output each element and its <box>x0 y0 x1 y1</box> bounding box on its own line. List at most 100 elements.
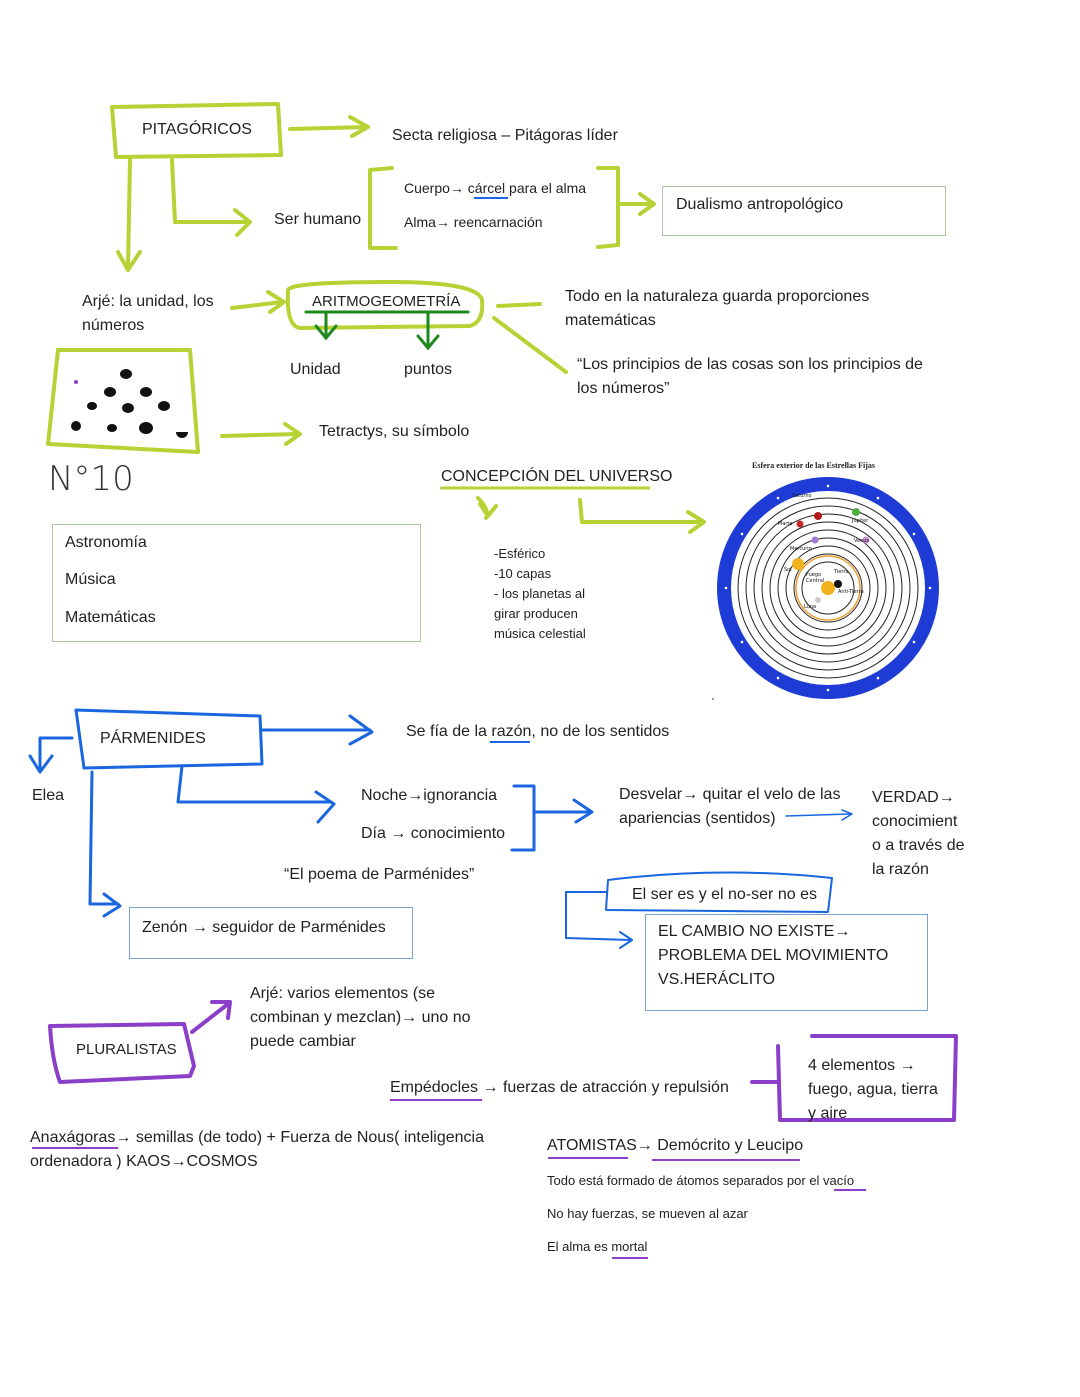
alma-text: Alma→ reencarnación <box>404 214 543 230</box>
tetractys-text: Tetractys, su símbolo <box>319 423 470 440</box>
desvelar-line2: apariencias (sentidos) <box>619 810 776 827</box>
svg-text:Sol: Sol <box>784 567 792 573</box>
ser-humano-text: Ser humano <box>274 211 362 228</box>
pluralistas-arje-2: combinan y mezclan)→ uno no <box>250 1009 471 1026</box>
zenon-box: Zenón → seguidor de Parménides <box>129 907 413 959</box>
atomistas-title: ATOMISTAS→ Demócrito y Leucipo <box>547 1137 804 1154</box>
cita-line1: “Los principios de las cosas son los pri… <box>577 356 923 373</box>
jupiter-dot <box>852 508 860 516</box>
svg-text:Tierra: Tierra <box>833 569 848 575</box>
arrow-noche <box>176 764 336 824</box>
universo-item-1: -Esférico <box>494 546 546 561</box>
cambio-line1: EL CAMBIO NO EXISTE→ <box>658 923 851 940</box>
arrow-ser-humano <box>170 158 252 237</box>
tierra-dot <box>834 580 842 588</box>
arrow-pluralistas <box>190 1000 232 1034</box>
arje-line1: Arjé: la unidad, los <box>82 293 214 310</box>
zenon-text: Zenón → seguidor de Parménides <box>142 919 386 936</box>
cuerpo-text: Cuerpo→ cárcel para el alma <box>404 180 587 196</box>
arje-line2: números <box>82 317 145 334</box>
dia-text: Día → conocimiento <box>361 825 506 842</box>
verdad-line3: o a través de <box>872 837 965 854</box>
universe-diagram: Saturno Júpiter Marte Venus Mercurio Sol… <box>717 477 939 699</box>
empedocles-text: Empédocles → fuerzas de atracción y repu… <box>390 1079 729 1096</box>
rama-astronomia: Astronomía <box>65 534 147 551</box>
elementos-line1: 4 elementos → <box>808 1057 916 1074</box>
desvelar-line1: Desvelar→ quitar el velo de las <box>619 786 841 803</box>
ramas-box: Astronomía Música Matemáticas <box>52 524 421 642</box>
svg-text:Anti-Tierra: Anti-Tierra <box>838 589 864 595</box>
pitagoricos-box <box>110 102 283 159</box>
universo-item-3: - los planetas al <box>494 586 586 601</box>
dualismo-text: Dualismo antropológico <box>676 196 844 213</box>
rama-musica: Música <box>65 571 116 588</box>
marte-dot <box>796 520 804 528</box>
universo-title: CONCEPCIÓN DEL UNIVERSO <box>441 468 673 485</box>
cambio-line3: VS.HERÁCLITO <box>658 971 776 988</box>
anaxagoras-line1: Anaxágoras→ semillas (de todo) + Fuerza … <box>30 1129 485 1146</box>
aritmo-box <box>285 280 485 330</box>
pitagoricos-title: PITAGÓRICOS <box>142 121 252 138</box>
cita-line2: los números” <box>577 380 670 397</box>
secta-text: Secta religiosa – Pitágoras líder <box>392 127 618 144</box>
saturno-dot <box>814 512 822 520</box>
svg-text:Saturno: Saturno <box>792 493 812 499</box>
arrow-razon <box>260 714 374 746</box>
arrow-elea <box>28 736 74 774</box>
svg-text:Luna: Luna <box>804 604 816 610</box>
pluralistas-box <box>48 1022 196 1084</box>
elementos-line2: fuego, agua, tierra <box>808 1081 938 1098</box>
poema-text: “El poema de Parménides” <box>284 866 475 883</box>
tetractys-box <box>46 348 200 454</box>
verdad-line2: conocimient <box>872 813 958 830</box>
svg-text:Júpiter: Júpiter <box>851 517 869 524</box>
arrow-cambio <box>565 891 633 949</box>
atomistas-line2: No hay fuerzas, se mueven al azar <box>547 1206 748 1221</box>
arrow-zenon <box>88 770 122 918</box>
universo-item-2: -10 capas <box>494 566 552 581</box>
svg-text:Mercurio: Mercurio <box>790 546 812 552</box>
anaxagoras-line2: ordenadora ) KAOS→COSMOS <box>30 1153 258 1170</box>
ser-box <box>605 871 833 913</box>
tetractys-dots <box>71 369 188 438</box>
stray-dot <box>712 698 714 700</box>
atomistas-line1: Todo está formado de átomos separados po… <box>547 1173 855 1188</box>
line-proporciones <box>496 302 542 308</box>
rama-matematicas: Matemáticas <box>65 609 156 626</box>
svg-text:Venus: Venus <box>854 538 869 544</box>
fuego-central <box>821 581 835 595</box>
bracket-left <box>368 166 398 250</box>
arrow-tetractys <box>220 422 302 446</box>
arrow-concepcion-down <box>476 496 498 520</box>
svg-text:Fuego: Fuego <box>806 572 821 578</box>
bracket-right <box>596 166 656 249</box>
cambio-line2: PROBLEMA DEL MOVIMIENTO <box>658 947 889 964</box>
noche-text: Noche→ignorancia <box>361 787 498 804</box>
pluralistas-title: PLURALISTAS <box>76 1041 177 1058</box>
proporciones-line1: Todo en la naturaleza guarda proporcione… <box>565 288 870 305</box>
arrow-down-arje <box>116 158 142 272</box>
mercurio-dot <box>811 536 819 544</box>
elementos-line3: y aire <box>808 1105 848 1122</box>
arrow-secta <box>288 115 370 138</box>
elementos-box <box>776 1034 958 1122</box>
verdad-line1: VERDAD→ <box>872 789 955 806</box>
unidad-text: Unidad <box>290 361 341 378</box>
svg-text:Central: Central <box>806 578 824 584</box>
atomistas-line3: El alma es mortal <box>547 1239 648 1254</box>
luna-dot <box>815 597 821 603</box>
sol-dot <box>792 558 804 570</box>
verdad-line4: la razón <box>872 861 929 878</box>
universo-item-4: girar producen <box>494 606 578 621</box>
proporciones-line2: matemáticas <box>565 312 656 329</box>
universo-item-5: música celestial <box>494 626 586 641</box>
cambio-box: EL CAMBIO NO EXISTE→ PROBLEMA DEL MOVIMI… <box>645 914 928 1011</box>
puntos-text: puntos <box>404 361 453 378</box>
elea-text: Elea <box>32 787 65 804</box>
numero-10: N°10 <box>48 459 134 499</box>
arrow-aritmo <box>230 290 286 314</box>
svg-text:Marte: Marte <box>778 521 792 527</box>
pluralistas-arje-3: puede cambiar <box>250 1033 356 1050</box>
arrow-verdad <box>785 809 853 821</box>
